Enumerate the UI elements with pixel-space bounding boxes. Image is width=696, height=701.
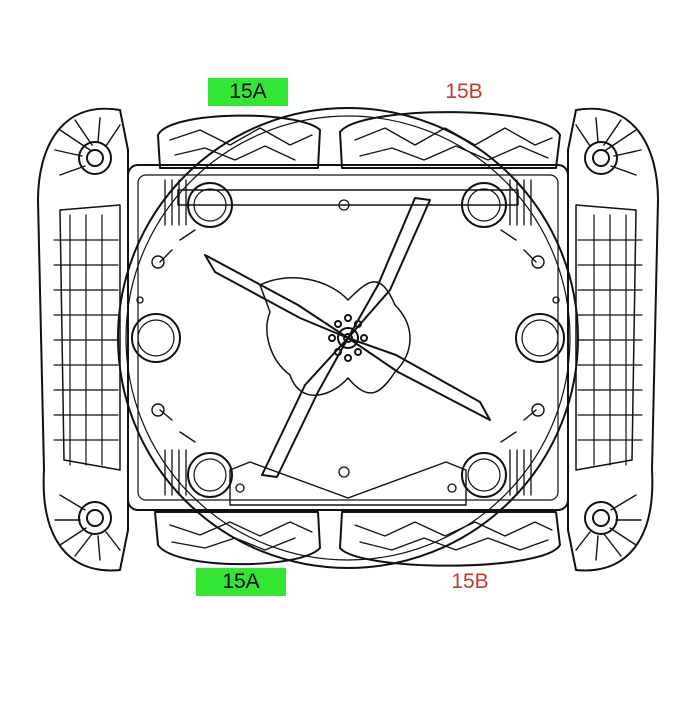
label-15b-bottom: 15B [451,570,489,593]
cutting-deck [117,107,579,569]
right-track [567,107,659,572]
roller-bottom-right [461,452,507,498]
roller-bottom-left [187,452,233,498]
left-track-inner [59,204,121,471]
cutting-blade [204,197,491,478]
bottom-left-bumper-wheel [154,511,321,566]
label-15a-bottom: 15A [196,568,286,596]
pivot-linkages [151,229,545,443]
top-left-bumper-wheel [157,114,321,169]
screws [136,199,560,493]
top-right-bumper-wheel [339,111,561,169]
corner-wheel-bottom-left [54,494,121,561]
right-track-treads [577,214,643,466]
corner-wheel-bottom-right [575,494,642,561]
chassis-frame [127,164,569,511]
label-15b-top: 15B [445,80,483,103]
left-track-treads [53,214,119,466]
roller-top-left [187,182,233,228]
bottom-right-bumper-wheel [339,511,561,567]
springs [164,179,532,496]
blade-hub [328,314,368,362]
right-track-inner [575,204,637,471]
roller-top-right [461,182,507,228]
left-track [37,107,129,572]
deck-front-cover [177,189,519,206]
roller-mid-right [515,313,565,363]
corner-wheel-top-right [575,117,642,176]
label-15a-top: 15A [208,78,288,106]
corner-wheel-top-left [54,117,121,176]
roller-mid-left [131,313,181,363]
